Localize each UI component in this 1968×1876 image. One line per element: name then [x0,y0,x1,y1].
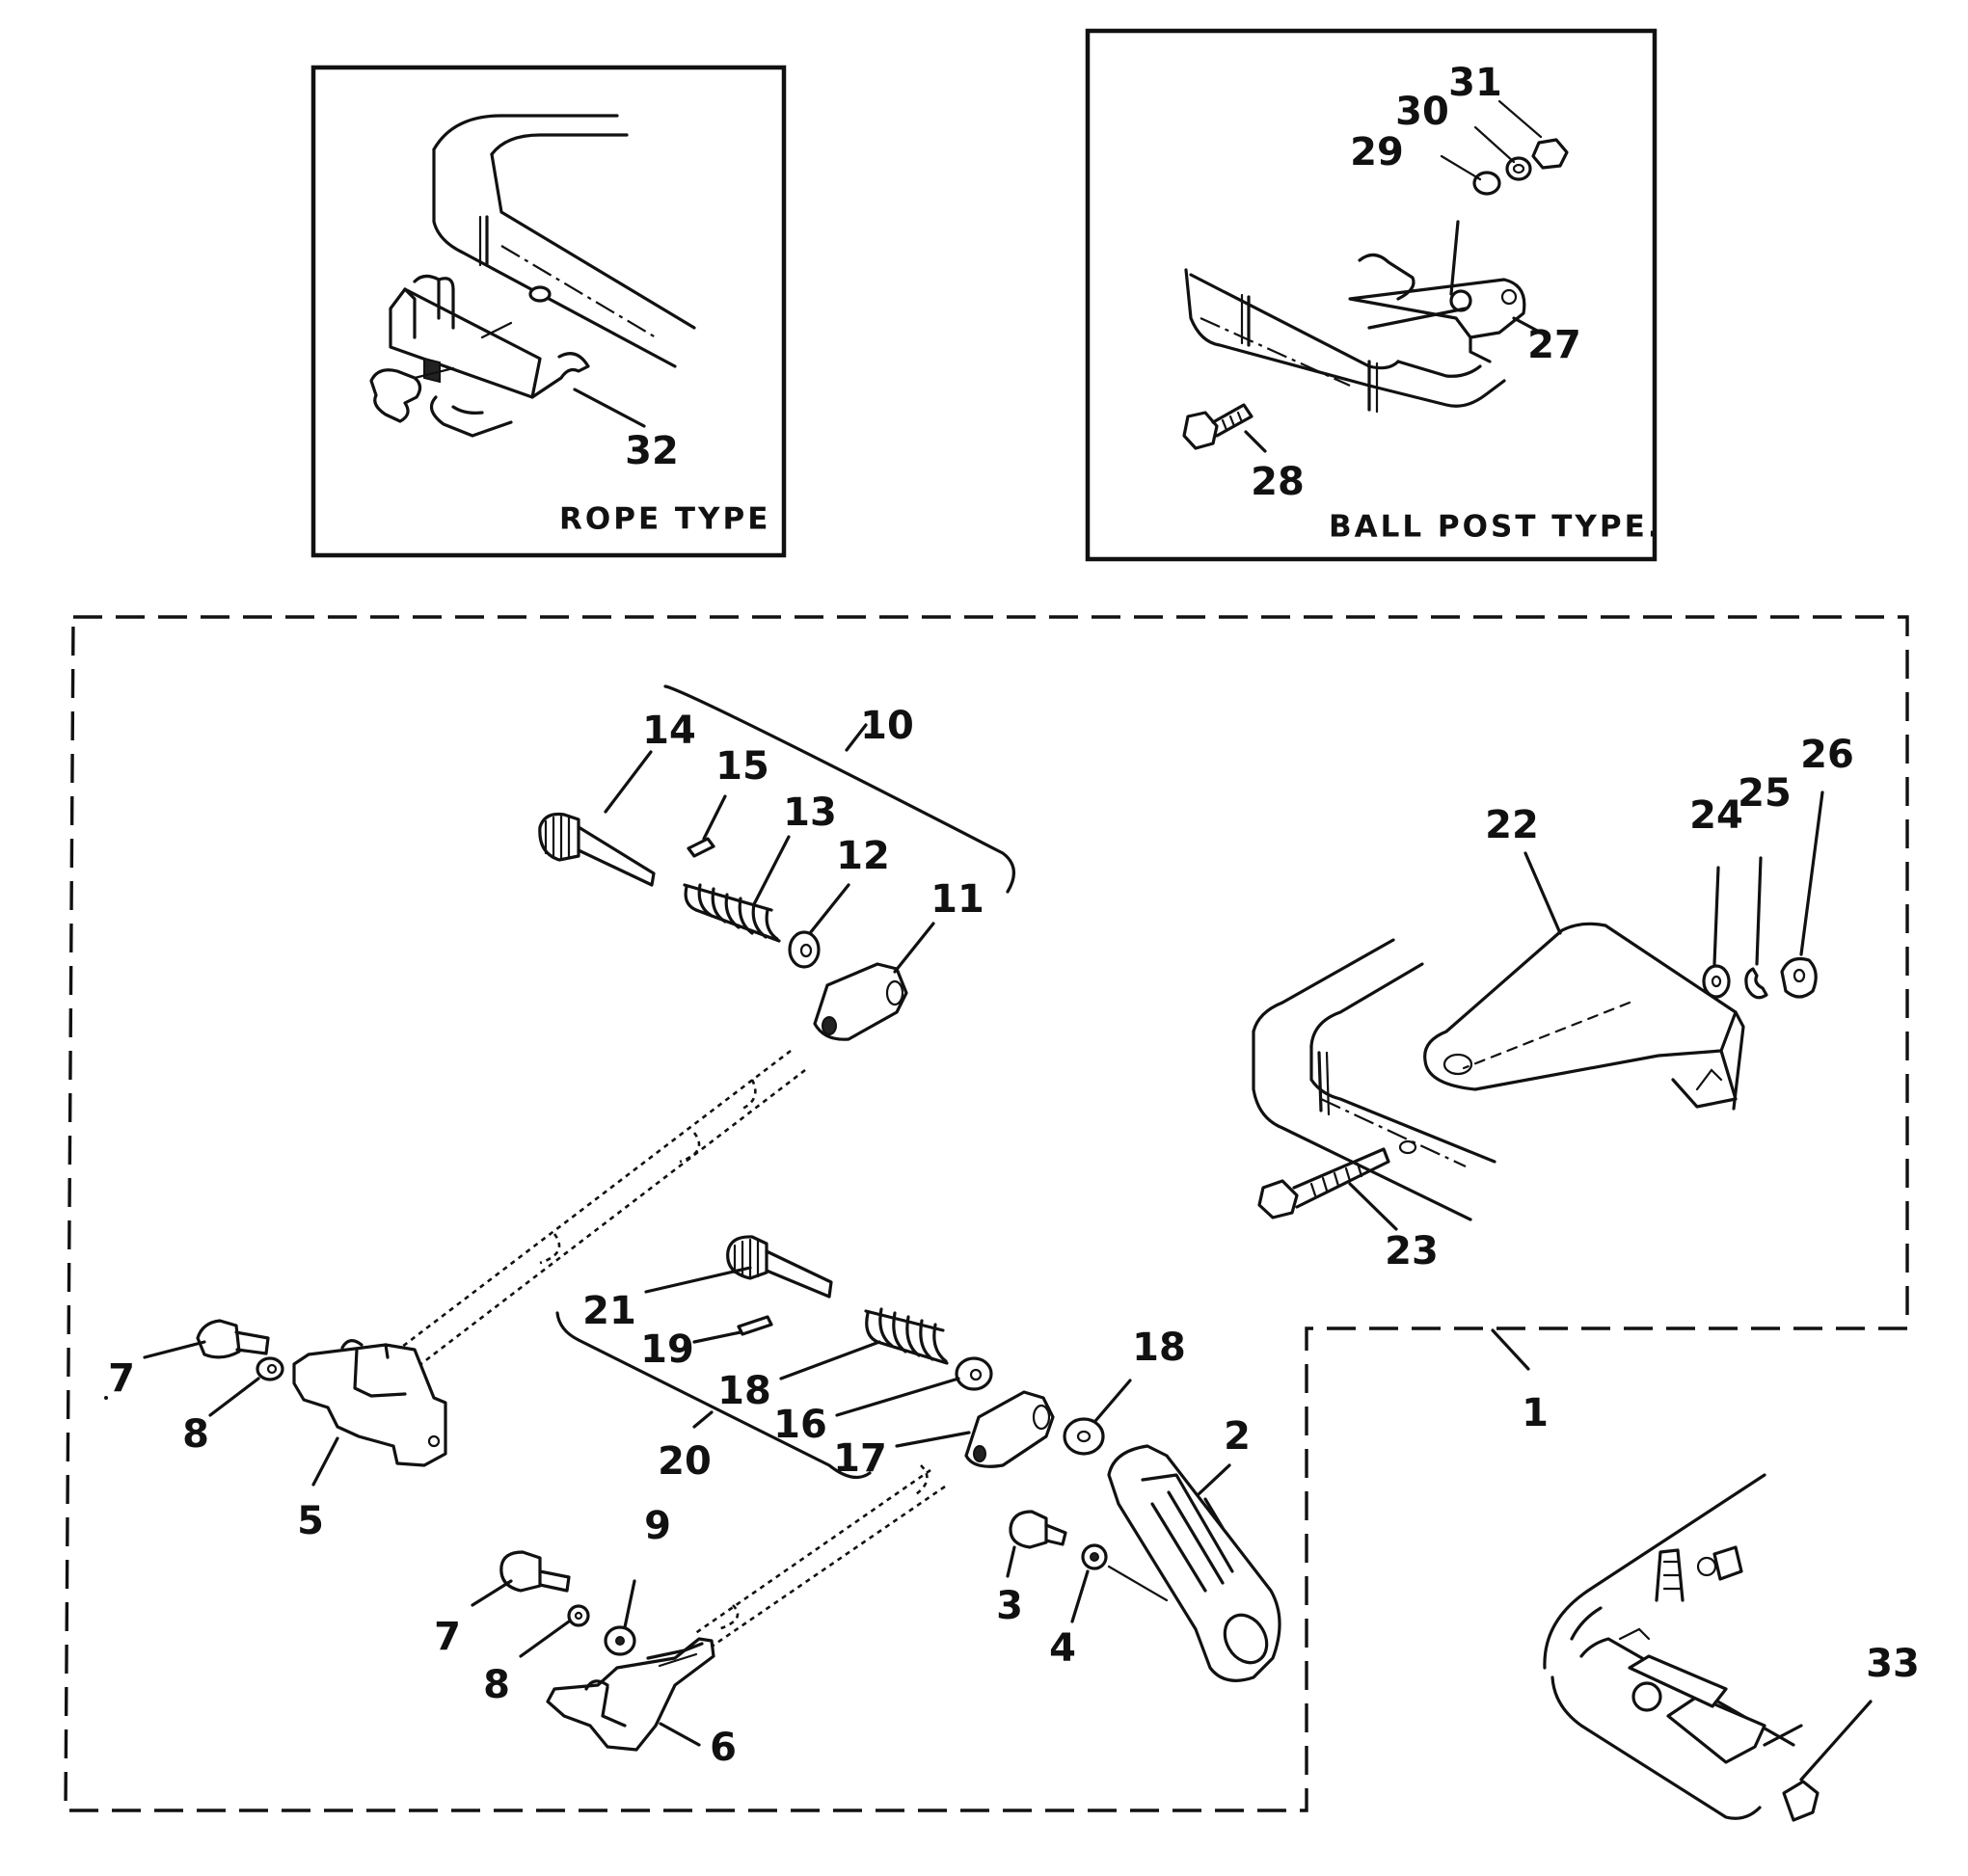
callout-17: 17 [833,1436,887,1481]
handle-2-group: 2 3 4 [996,1414,1281,1682]
spring-13 [683,883,781,943]
callout-3: 3 [996,1584,1023,1628]
rope-type-caption: ROPE TYPE [559,502,770,537]
item-33-group: 33 [1543,1473,1920,1822]
callout-1: 1 [1522,1391,1549,1435]
callout-4: 4 [1049,1626,1076,1671]
callout-12: 12 [836,834,890,878]
bracket-22-group: 22 24 25 26 23 [1252,733,1854,1273]
callout-10: 10 [860,704,914,748]
print-speck [104,1396,108,1400]
callout-29: 29 [1350,130,1404,174]
callout-13: 13 [783,791,837,835]
ball-post-type-inset: 31 30 29 27 28 BALL POST TYPE. [1085,28,1662,562]
callout-18-lower-left: 16 [773,1403,827,1447]
callout-7-lower: 7 [434,1615,461,1659]
callout-30: 30 [1395,90,1449,134]
callout-8-upper: 8 [182,1412,209,1457]
callout-23: 23 [1385,1229,1439,1273]
callout-28: 28 [1251,460,1305,504]
upper-cable [385,1049,806,1371]
callout-6: 6 [710,1726,737,1770]
ball-post-type-caption: BALL POST TYPE. [1329,510,1662,545]
callout-16: 20 [658,1439,712,1484]
callout-32: 32 [625,429,679,473]
callout-33: 33 [1866,1642,1920,1686]
callout-20: 21 [582,1289,636,1333]
callout-21: 19 [640,1327,694,1372]
callout-27: 27 [1527,323,1581,367]
callout-31: 31 [1448,61,1502,105]
rope-type-inset: 32 ROPE TYPE [310,65,787,558]
callout-5: 5 [297,1499,324,1543]
callout-15: 15 [715,744,769,789]
callout-11: 11 [930,877,984,922]
callout-8-lower: 8 [483,1663,510,1707]
assembly-10: 10 14 15 13 12 11 [538,684,1015,1041]
callout-26: 26 [1800,733,1854,777]
callout-14: 14 [642,709,696,753]
kit-boundary [64,615,1909,1812]
lower-cable [693,1464,946,1650]
callout-9: 9 [644,1504,671,1548]
callout-2: 2 [1224,1414,1251,1459]
assembly-16: 20 21 19 18 16 17 18 [555,1235,1186,1484]
bracket-6-group: 7 8 9 6 [434,1504,737,1770]
callout-25: 25 [1738,771,1792,816]
callout-24: 24 [1689,793,1743,838]
spring-19 [864,1307,949,1365]
callout-18-upper-right: 18 [1132,1326,1186,1370]
bracket-5-group: 7 8 5 [108,1319,447,1543]
callout-19: 18 [717,1369,771,1413]
callout-22: 22 [1485,803,1539,847]
callout-7-upper: 7 [108,1356,135,1401]
